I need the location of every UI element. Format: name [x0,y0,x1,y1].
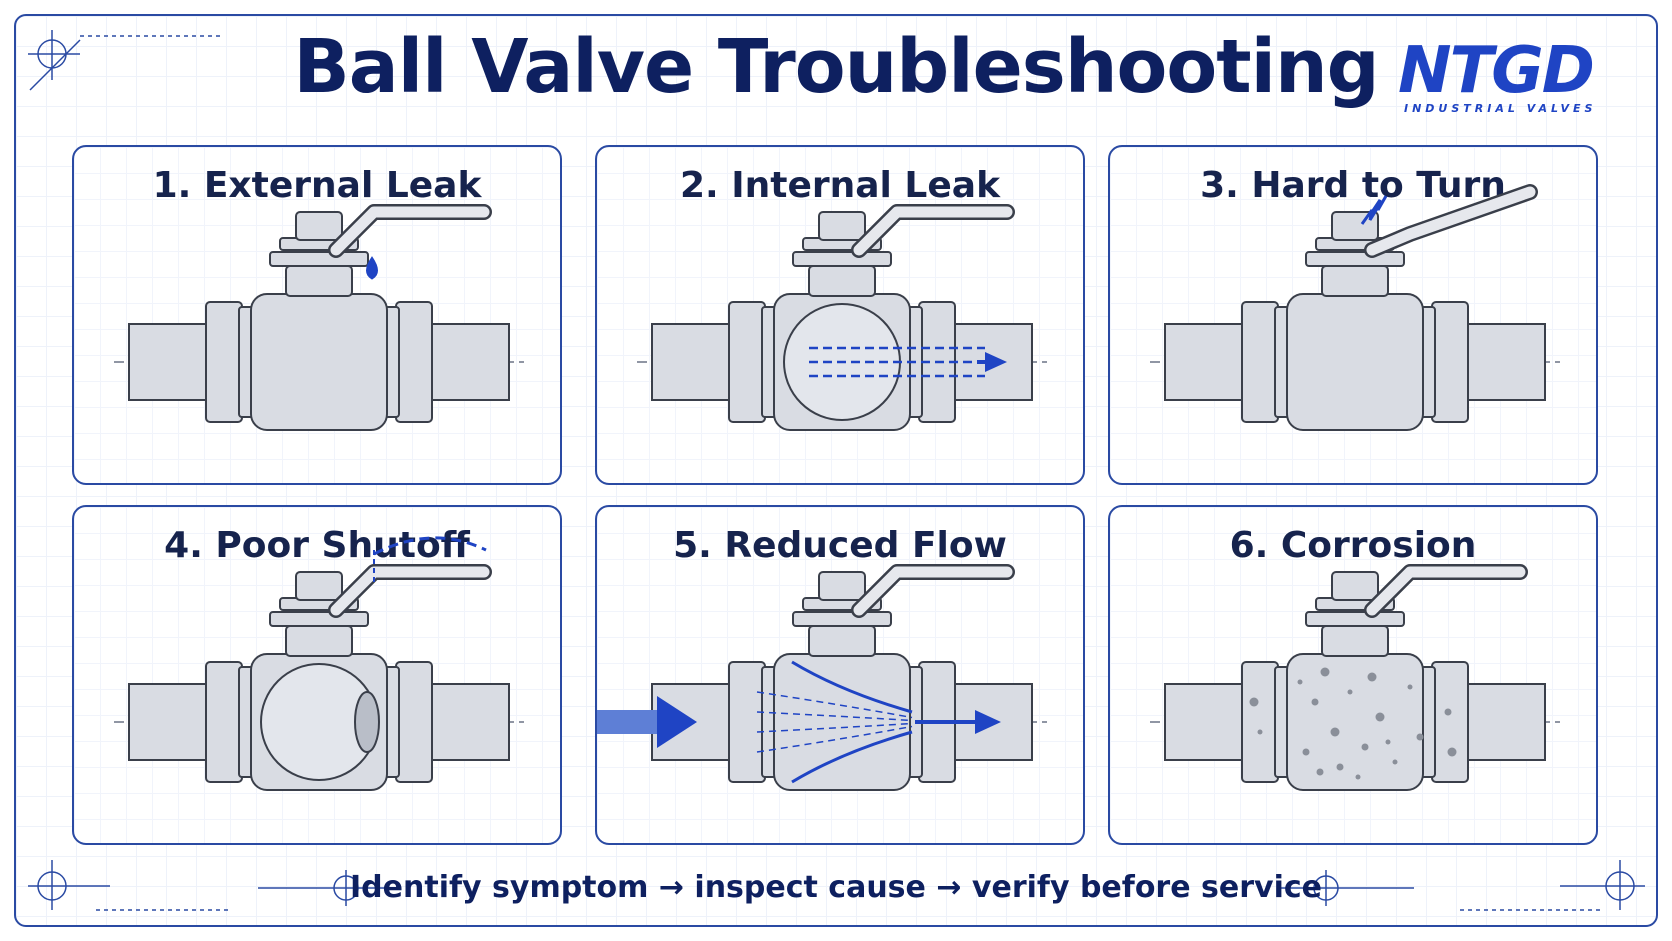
valve-body [250,293,388,431]
flow-streamline [756,722,913,733]
stem-top [1331,571,1379,601]
stem-top [295,211,343,241]
panel-reduced-flow: 5. Reduced Flow [595,505,1085,845]
valve-illustration [114,204,524,431]
panel-internal-leak: 2. Internal Leak [595,145,1085,485]
panel-hard-to-turn: 3. Hard to Turn [1108,145,1598,485]
valve-body [773,653,911,791]
hex-nut-right [1431,661,1469,783]
outlet-arrow-icon [975,710,1001,734]
hex-nut-left [728,661,766,783]
valve-body [1286,293,1424,431]
hex-nut-left [728,301,766,423]
corrosion-pit [1336,763,1344,771]
corrosion-pit [1347,689,1353,695]
handle-lever [1366,566,1526,616]
corrosion-pit [1447,747,1457,757]
water-drop-icon [366,256,378,280]
panel-title: 5. Reduced Flow [673,525,1007,566]
panel-title: 2. Internal Leak [679,165,1001,206]
stem-housing [1321,625,1389,657]
valve-illustration [597,564,1047,791]
panel-title: 6. Corrosion [1229,525,1477,566]
stem-top [295,571,343,601]
valve-illustration [114,536,524,791]
pipe-left [1164,323,1256,401]
packing-nut [269,611,369,627]
pipe-right [1454,323,1546,401]
corrosion-pit [1302,748,1310,756]
panel-external-leak: 1. External Leak [72,145,562,485]
corrosion-pit [1249,697,1259,707]
corrosion-pit [1361,743,1369,751]
hex-nut-left [1241,661,1279,783]
corrosion-pit [1320,667,1330,677]
corrosion-pit [1297,679,1303,685]
handle-lever [330,206,490,256]
hex-nut-right [1431,301,1469,423]
packing-nut [792,611,892,627]
travel-arc [373,536,487,556]
packing-nut [792,251,892,267]
packing-nut [1305,251,1405,267]
stem-housing [808,265,876,297]
stem-housing [808,625,876,657]
corrosion-pit [1385,739,1391,745]
inlet-arrow-icon [657,696,697,748]
restriction-line [791,660,913,784]
corrosion-pit [1367,672,1377,682]
panel-corrosion: 6. Corrosion [1108,505,1598,845]
ball-port [354,691,380,753]
pipe-right [418,683,510,761]
stem-housing [285,625,353,657]
hex-nut-right [395,301,433,423]
packing-nut [1305,611,1405,627]
strain-spark-icon [1360,203,1382,225]
corrosion-pit [1407,684,1413,690]
corrosion-pit [1316,768,1324,776]
stem-top [818,211,866,241]
handle-lever [853,566,1013,616]
stem-top [818,571,866,601]
corrosion-pit [1257,729,1263,735]
hex-nut-left [205,661,243,783]
pipe-left [651,323,743,401]
stem-housing [1321,265,1389,297]
hex-nut-right [395,661,433,783]
handle-lever [1366,186,1536,256]
corrosion-pit [1416,733,1424,741]
logo-wordmark: NTGD [1398,34,1595,108]
brand-logo: NTGD INDUSTRIAL VALVES [1398,36,1628,126]
page-title: Ball Valve Troubleshooting [293,24,1379,110]
corrosion-pit [1444,708,1452,716]
corrosion-pit [1375,712,1385,722]
corrosion-pit [1355,774,1361,780]
corrosion-pit [1311,698,1319,706]
hex-nut-left [1241,301,1279,423]
panel-title: 1. External Leak [152,165,482,206]
valve-illustration [1150,564,1560,791]
pipe-right [1454,683,1546,761]
flow-streamline [756,691,913,719]
corrosion-pit [1392,759,1398,765]
panel-poor-shutoff: 4. Poor Shutoff [72,505,562,845]
flow-streamline [756,711,913,722]
flow-streamline [756,725,913,753]
valve-illustration [637,204,1047,431]
valve-body [1286,653,1424,791]
flow-arrow-icon [985,352,1007,372]
valve-illustration [1150,184,1560,431]
panel-title: 4. Poor Shutoff [164,525,470,566]
handle-lever [853,206,1013,256]
inlet-flow-band [597,710,657,734]
logo-subtitle: INDUSTRIAL VALVES [1404,102,1597,115]
corrosion-pit [1330,727,1340,737]
hex-nut-left [205,301,243,423]
footer-caption: Identify symptom → inspect cause → verif… [350,870,1322,905]
packing-nut [269,251,369,267]
stem-housing [285,265,353,297]
panel-title: 3. Hard to Turn [1200,165,1506,206]
